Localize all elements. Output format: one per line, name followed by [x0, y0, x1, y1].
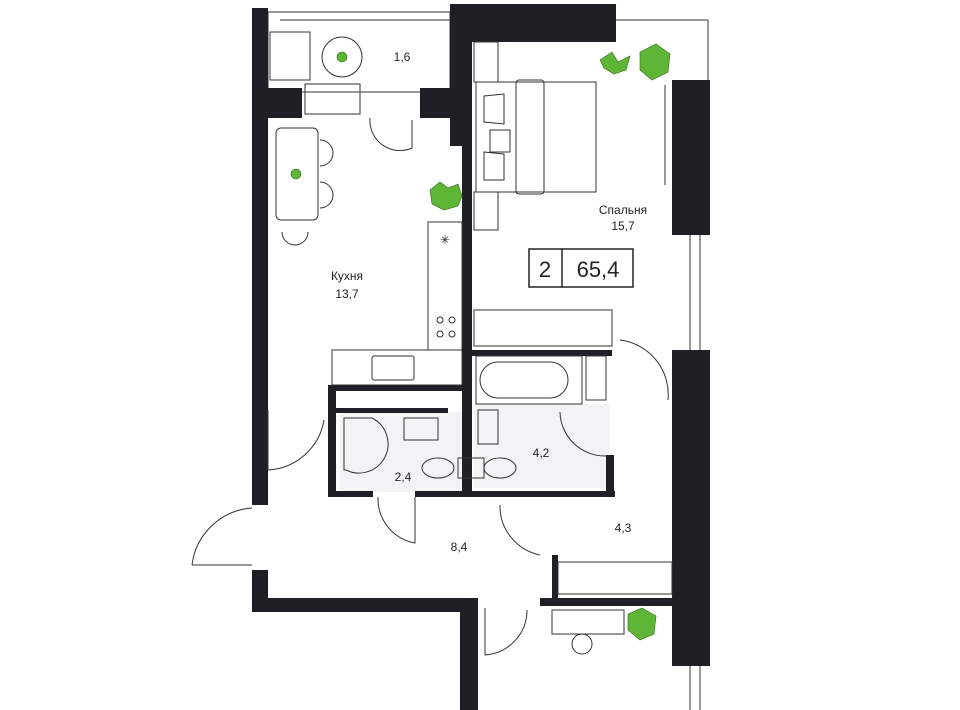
wc-area: 2,4 — [395, 470, 412, 484]
bathroom-area: 4,2 — [533, 446, 550, 460]
wardrobe — [551, 561, 673, 655]
bathroom-fixtures — [343, 355, 607, 479]
bedroom-furniture — [473, 41, 671, 347]
balcony-area: 1,6 — [394, 50, 411, 64]
kitchen-name: Кухня — [331, 269, 363, 283]
corridor-area: 4,3 — [615, 521, 632, 535]
doors — [191, 117, 669, 656]
wc-tile-floor — [340, 412, 466, 492]
kitchen-area: 13,7 — [335, 287, 359, 301]
walls — [252, 4, 710, 710]
fan-icon: ✳ — [440, 233, 450, 247]
summary-box: 2 65,4 — [528, 248, 634, 288]
bedroom-name: Спальня — [599, 203, 647, 217]
total-area: 65,4 — [577, 257, 620, 282]
rooms-count: 2 — [539, 257, 551, 282]
bath-tile-floor — [474, 404, 610, 488]
bedroom-area: 15,7 — [611, 219, 635, 233]
kitchen-furniture: ✳ — [275, 127, 463, 386]
hall-area: 8,4 — [451, 540, 468, 554]
